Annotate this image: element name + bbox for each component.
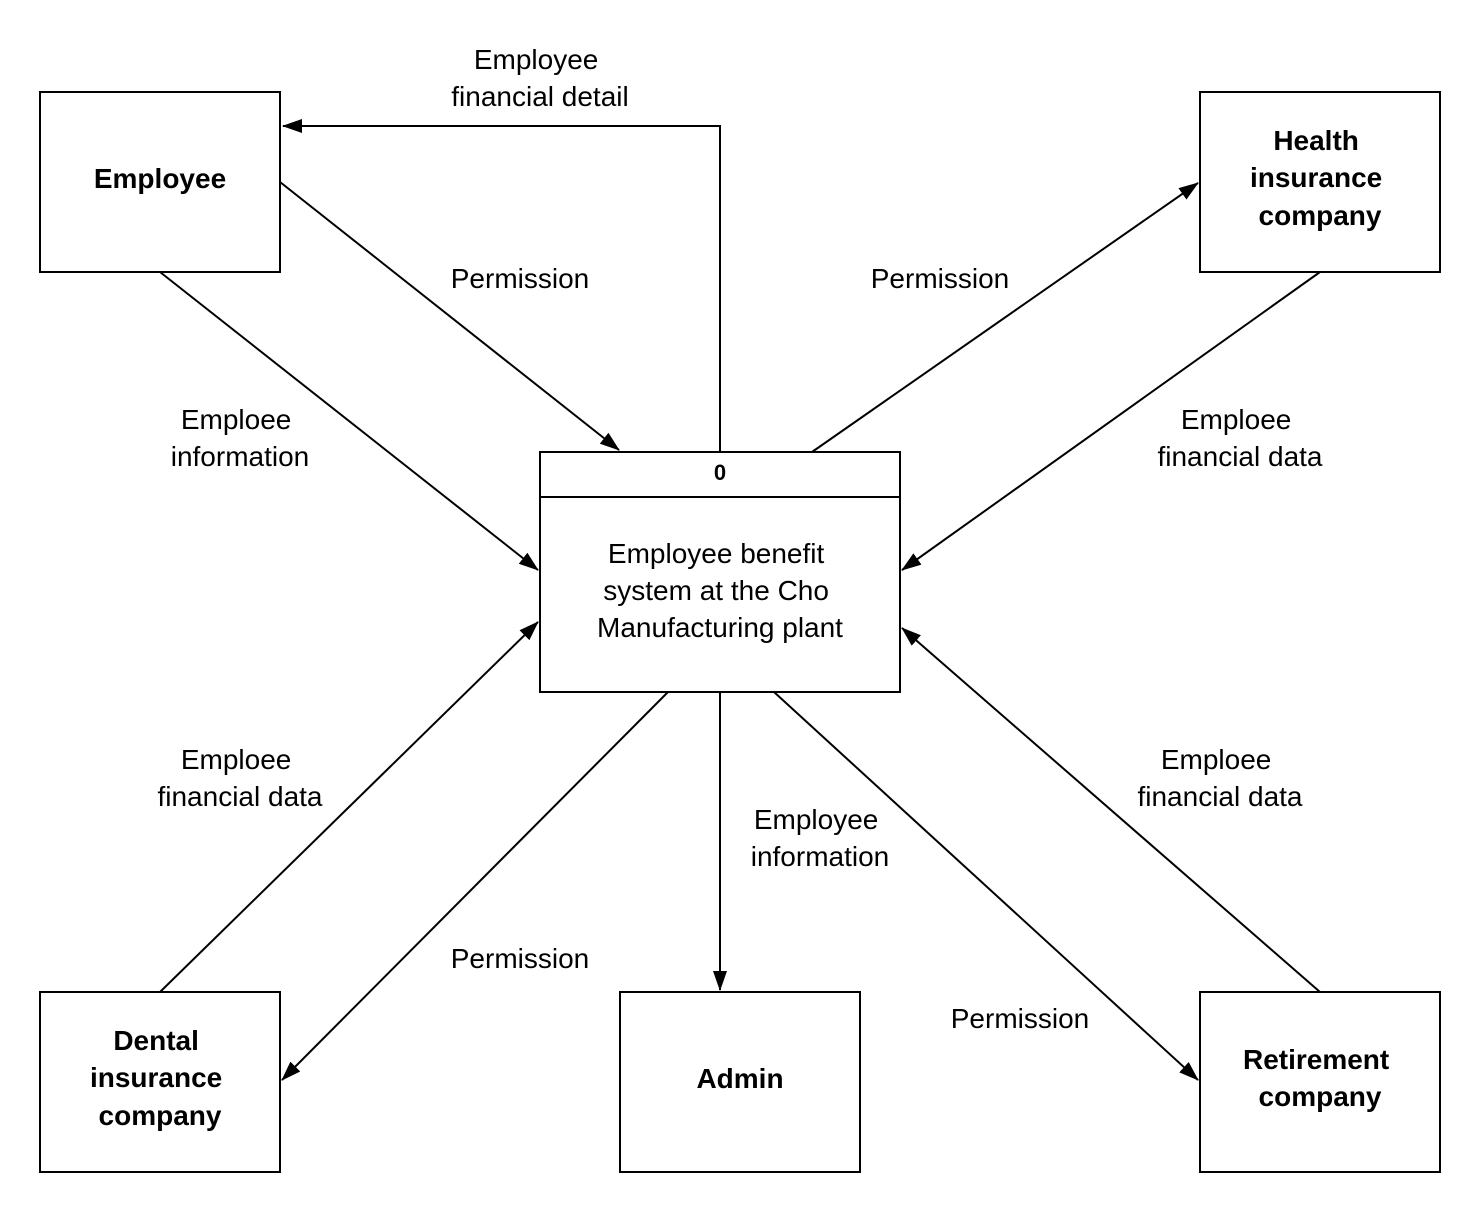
flow-retirement-financial-data — [901, 627, 1321, 993]
label-admin-information: Employee information — [751, 804, 890, 872]
entity-dental-insurance-company[interactable]: Dental insurance company — [39, 991, 281, 1173]
entity-dental-label: Dental insurance company — [90, 1025, 230, 1131]
label-health-financial-data: Emploee financial data — [1157, 404, 1322, 472]
flow-employee-financial-detail — [282, 119, 721, 452]
entity-retirement-label: Retirement company — [1243, 1044, 1397, 1112]
flow-dental-permission — [281, 691, 669, 1081]
label-employee-financial-detail: Employee financial detail — [451, 44, 628, 112]
flow-dental-financial-data — [159, 621, 539, 993]
label-health-permission: Permission — [871, 263, 1009, 294]
flow-employee-permission — [279, 181, 620, 451]
entity-admin[interactable]: Admin — [619, 991, 861, 1173]
flow-health-financial-data — [901, 271, 1321, 571]
label-dental-permission: Permission — [451, 943, 589, 974]
entity-health-insurance-company[interactable]: Health insurance company — [1199, 91, 1441, 273]
entity-admin-label: Admin — [696, 1063, 783, 1094]
entity-retirement-company[interactable]: Retirement company — [1199, 991, 1441, 1173]
process-0[interactable]: 0 Employee benefit system at the Cho Man… — [539, 451, 901, 693]
flow-retirement-permission — [773, 691, 1199, 1081]
label-employee-information: Emploee information — [171, 404, 310, 472]
label-retirement-permission: Permission — [951, 1003, 1089, 1034]
label-retirement-financial-data: Emploee financial data — [1137, 744, 1302, 812]
flow-health-permission — [811, 182, 1199, 453]
entity-employee-label: Employee — [94, 163, 226, 194]
label-dental-financial-data: Emploee financial data — [157, 744, 322, 812]
process-id: 0 — [714, 460, 726, 485]
label-employee-permission: Permission — [451, 263, 589, 294]
entity-health-label: Health insurance company — [1250, 125, 1390, 231]
entity-employee[interactable]: Employee — [39, 91, 281, 273]
process-name: Employee benefit system at the Cho Manuf… — [597, 538, 843, 643]
flow-employee-information — [159, 271, 539, 571]
